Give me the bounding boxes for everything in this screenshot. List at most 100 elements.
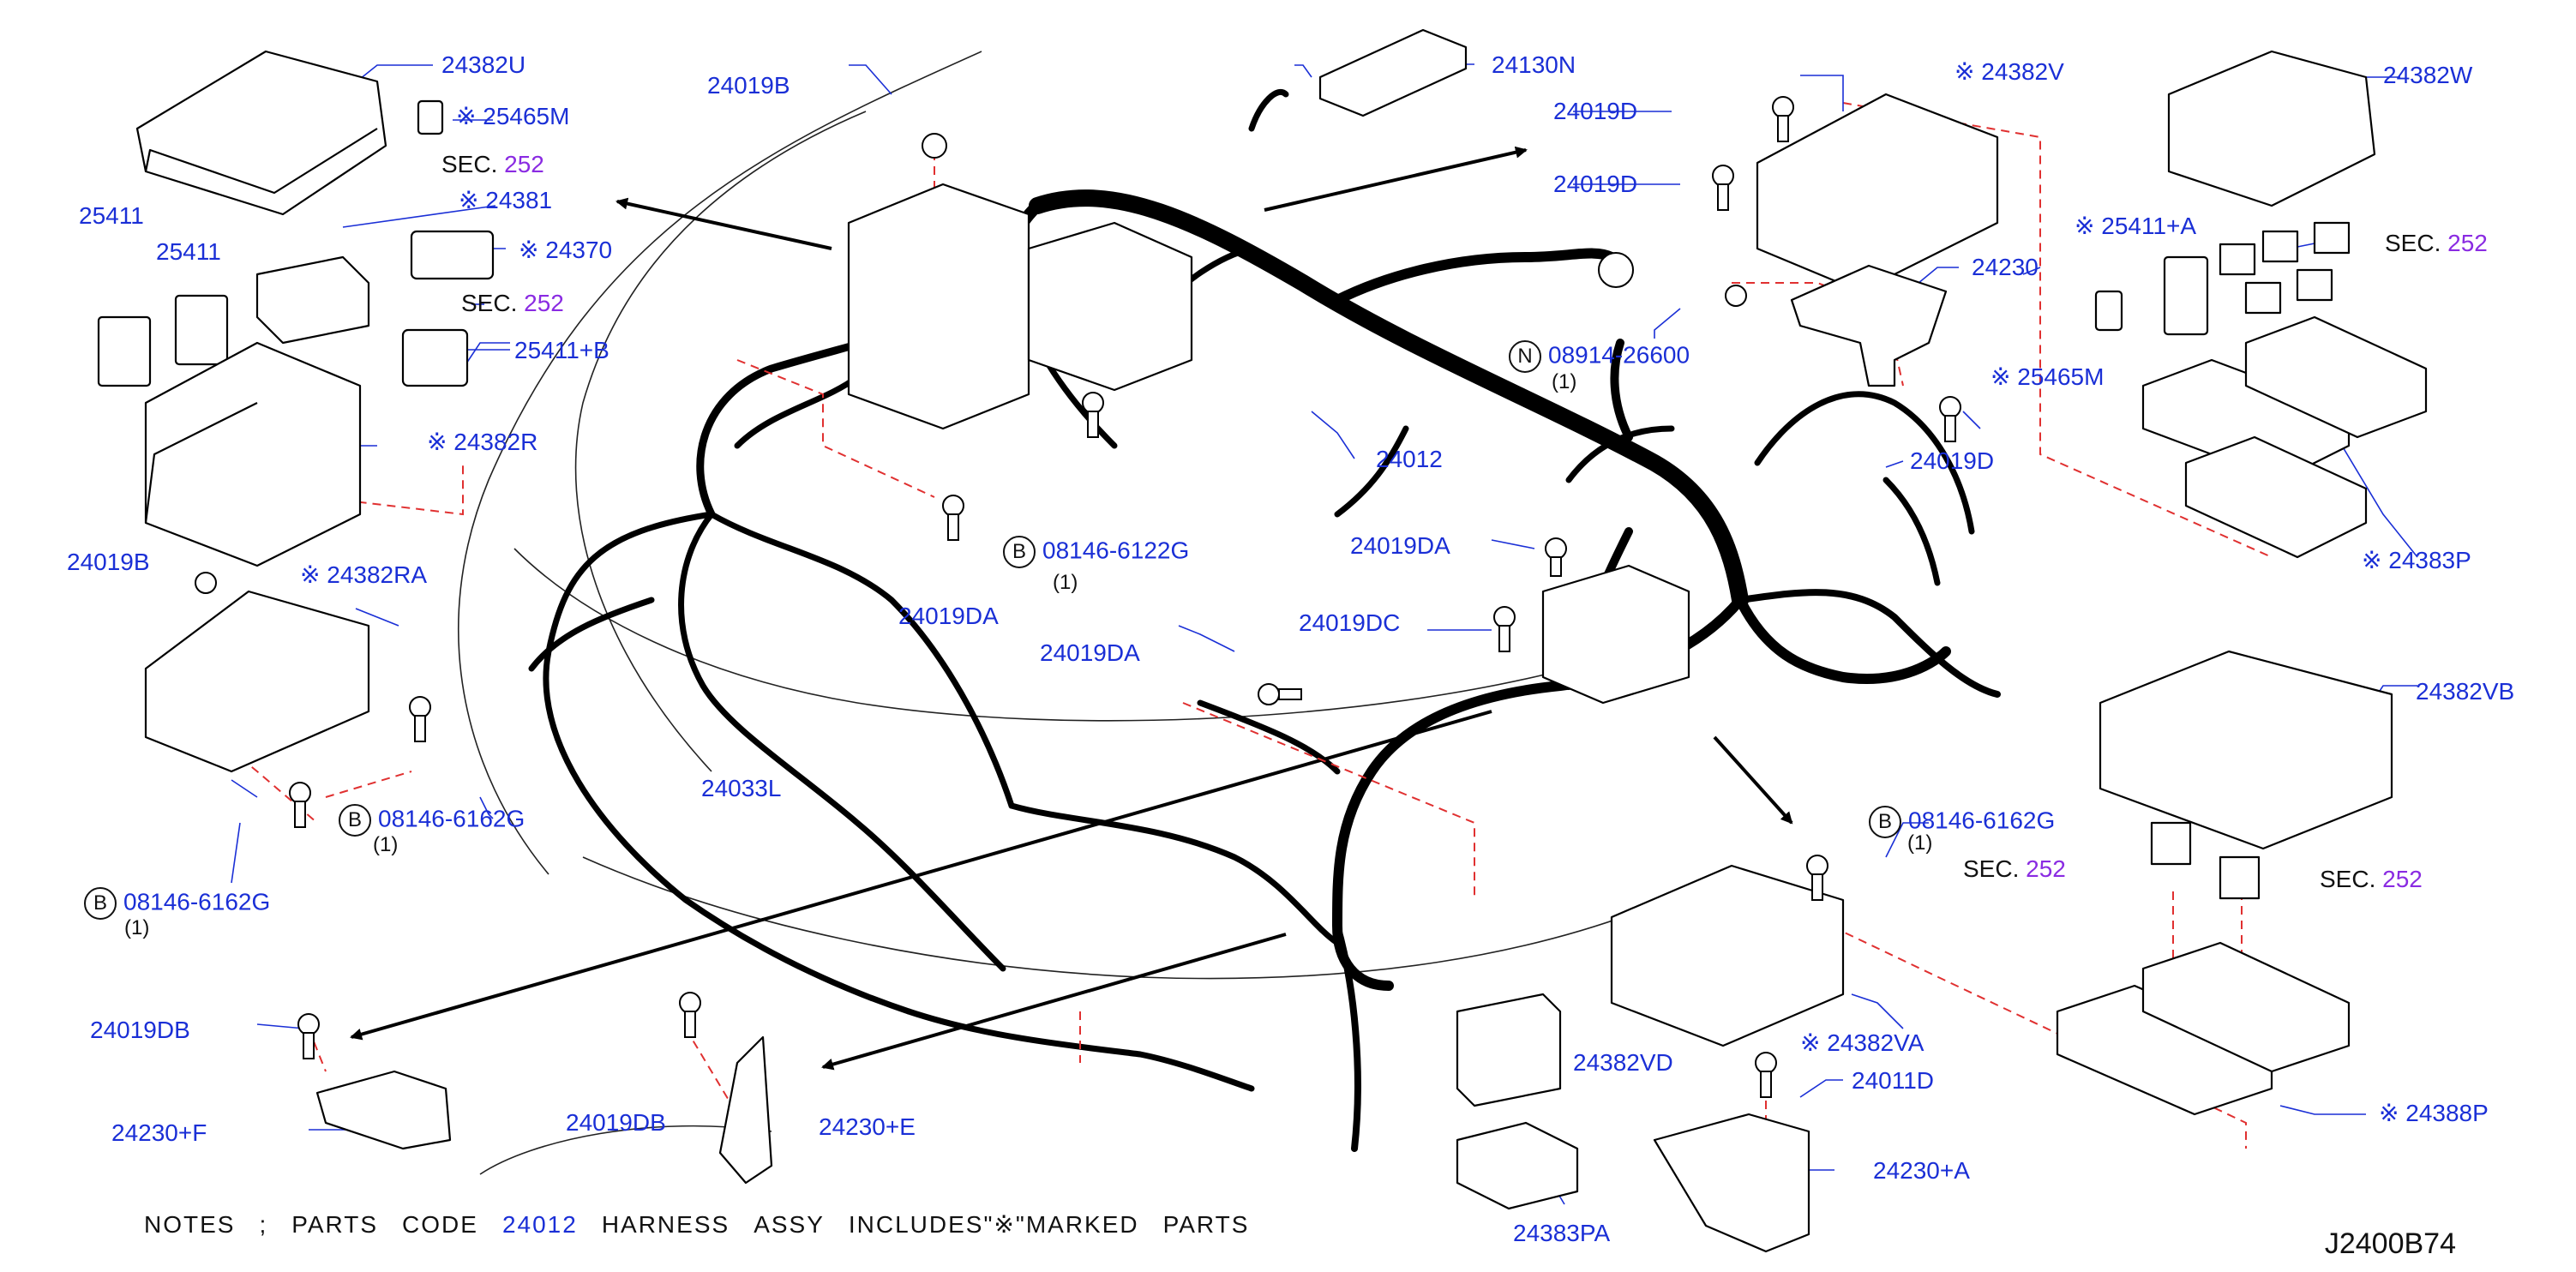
label-24019D-a[interactable]: 24019D: [1553, 98, 1638, 124]
sec-number[interactable]: 252: [504, 151, 544, 177]
bracket-24230: [1790, 264, 1948, 387]
label-25411-a[interactable]: 25411: [79, 202, 144, 229]
label-24019B-a[interactable]: 24019B: [67, 549, 150, 575]
secondary-harness: [528, 89, 1975, 1092]
label-24382V[interactable]: ※ 24382V: [1955, 58, 2064, 85]
label-24019B-b[interactable]: 24019B: [707, 72, 790, 99]
label-24382W[interactable]: 24382W: [2383, 62, 2473, 88]
center-fuse-block-a: [847, 183, 1030, 430]
label-24019DA-c[interactable]: 24019DA: [1040, 639, 1140, 666]
label-25411A[interactable]: ※ 25411+A: [2075, 213, 2197, 239]
notes-sep: ;: [259, 1211, 268, 1238]
part-number: 08914-26600: [1548, 341, 1690, 369]
label-24130N[interactable]: 24130N: [1492, 51, 1576, 78]
bolt-b-icon: B: [339, 804, 371, 837]
bracket-24230E: [718, 1035, 773, 1185]
components: [97, 28, 2428, 1253]
label-25411B[interactable]: 25411+B: [514, 337, 609, 363]
qty-c: (1): [1053, 571, 1078, 594]
label-25465M-a[interactable]: ※ 25465M: [456, 103, 570, 129]
bracket-24230A: [1653, 1113, 1810, 1253]
label-24388P[interactable]: ※ 24388P: [2379, 1100, 2489, 1126]
label-24230F[interactable]: 24230+F: [111, 1119, 207, 1146]
label-24019DA-b[interactable]: 24019DA: [1350, 532, 1450, 559]
label-24230[interactable]: 24230: [1972, 254, 2039, 280]
label-24019DA-a[interactable]: 24019DA: [898, 603, 999, 629]
label-24383P[interactable]: ※ 24383P: [2362, 547, 2471, 573]
label-24370[interactable]: ※ 24370: [519, 237, 613, 263]
notes-parts: PARTS: [291, 1211, 379, 1238]
part-number: 08146-6162G: [123, 888, 271, 915]
label-24019D-c[interactable]: 24019D: [1910, 447, 1995, 474]
relay-24370: [410, 230, 495, 280]
label-24019DB-a[interactable]: 24019DB: [90, 1017, 190, 1043]
notes-assy: ASSY: [754, 1211, 825, 1238]
qty-b: (1): [124, 916, 150, 939]
label-24382R[interactable]: ※ 24382R: [427, 429, 538, 455]
box-24382R: [144, 341, 362, 567]
bolt-b-icon: B: [84, 887, 117, 920]
relay-25411A: [2163, 255, 2209, 336]
label-24382VB[interactable]: 24382VB: [2416, 678, 2515, 705]
label-sec-252-d[interactable]: SEC. 252: [1963, 857, 2066, 881]
cover-24382VB: [2099, 650, 2393, 850]
block-24388P-a: [2056, 984, 2273, 1116]
label-24230E[interactable]: 24230+E: [819, 1113, 916, 1140]
relay-25411-a: [97, 315, 152, 387]
sec-text: SEC.: [441, 151, 498, 177]
label-24019DC[interactable]: 24019DC: [1299, 609, 1401, 636]
label-24011D[interactable]: 24011D: [1852, 1067, 1935, 1094]
label-24019DB-b[interactable]: 24019DB: [566, 1109, 666, 1136]
notes-harness: HARNESS: [601, 1211, 730, 1238]
label-sec-252-b[interactable]: SEC. 252: [461, 291, 564, 315]
sec-text: SEC.: [2385, 230, 2441, 256]
label-24382VD[interactable]: 24382VD: [1573, 1049, 1673, 1076]
cover-24382W: [2167, 50, 2376, 207]
block-24388P-b: [2141, 941, 2351, 1073]
sec-number[interactable]: 252: [2447, 230, 2488, 256]
label-24019D-b[interactable]: 24019D: [1553, 171, 1638, 197]
notes-harness-no[interactable]: 24012: [501, 1211, 578, 1238]
bracket-24230F: [315, 1070, 452, 1150]
fasteners: [195, 96, 1961, 1098]
label-24382VA[interactable]: ※ 24382VA: [1800, 1029, 1924, 1056]
bolt-b-icon: B: [1003, 536, 1036, 568]
sec-number[interactable]: 252: [524, 290, 564, 316]
assembly-guides: [183, 102, 2273, 1191]
label-sec-252-c[interactable]: SEC. 252: [2385, 231, 2488, 255]
sec-number[interactable]: 252: [2026, 855, 2066, 882]
tray-24382VA: [1610, 864, 1845, 1047]
sec-number[interactable]: 252: [2382, 866, 2423, 892]
relay-25411B: [401, 328, 469, 387]
relay-24381: [255, 255, 370, 345]
label-25411-b[interactable]: 25411: [156, 238, 221, 265]
qty-d: (1): [1552, 370, 1577, 393]
label-25465M-b[interactable]: ※ 25465M: [1991, 363, 2105, 390]
vehicle-body-outline: [457, 51, 1647, 1175]
notes-includes: INCLUDES"※"MARKED: [848, 1211, 1139, 1238]
label-sec-252-e[interactable]: SEC. 252: [2320, 867, 2423, 891]
label-sec-252-a[interactable]: SEC. 252: [441, 153, 544, 177]
block-24383P-b: [2244, 315, 2428, 439]
label-24230A[interactable]: 24230+A: [1873, 1157, 1970, 1184]
label-08146-6162G-a[interactable]: B 08146-6162G: [339, 804, 525, 837]
notes-parts2: PARTS: [1162, 1211, 1250, 1238]
part-number: 08146-6162G: [378, 805, 525, 832]
label-24033L[interactable]: 24033L: [701, 775, 782, 801]
relay-block-center-right: [1541, 564, 1690, 705]
label-24381[interactable]: ※ 24381: [459, 187, 553, 213]
sec-text: SEC.: [2320, 866, 2376, 892]
box-24382RA: [144, 590, 370, 773]
notes-code: CODE: [402, 1211, 478, 1238]
label-24383PA[interactable]: 24383PA: [1513, 1220, 1611, 1246]
part-number: 08146-6162G: [1908, 807, 2056, 834]
label-24382RA[interactable]: ※ 24382RA: [300, 561, 427, 588]
relay-25411-b: [174, 294, 229, 366]
label-24382U[interactable]: 24382U: [441, 51, 526, 78]
label-24012[interactable]: 24012: [1376, 446, 1443, 472]
